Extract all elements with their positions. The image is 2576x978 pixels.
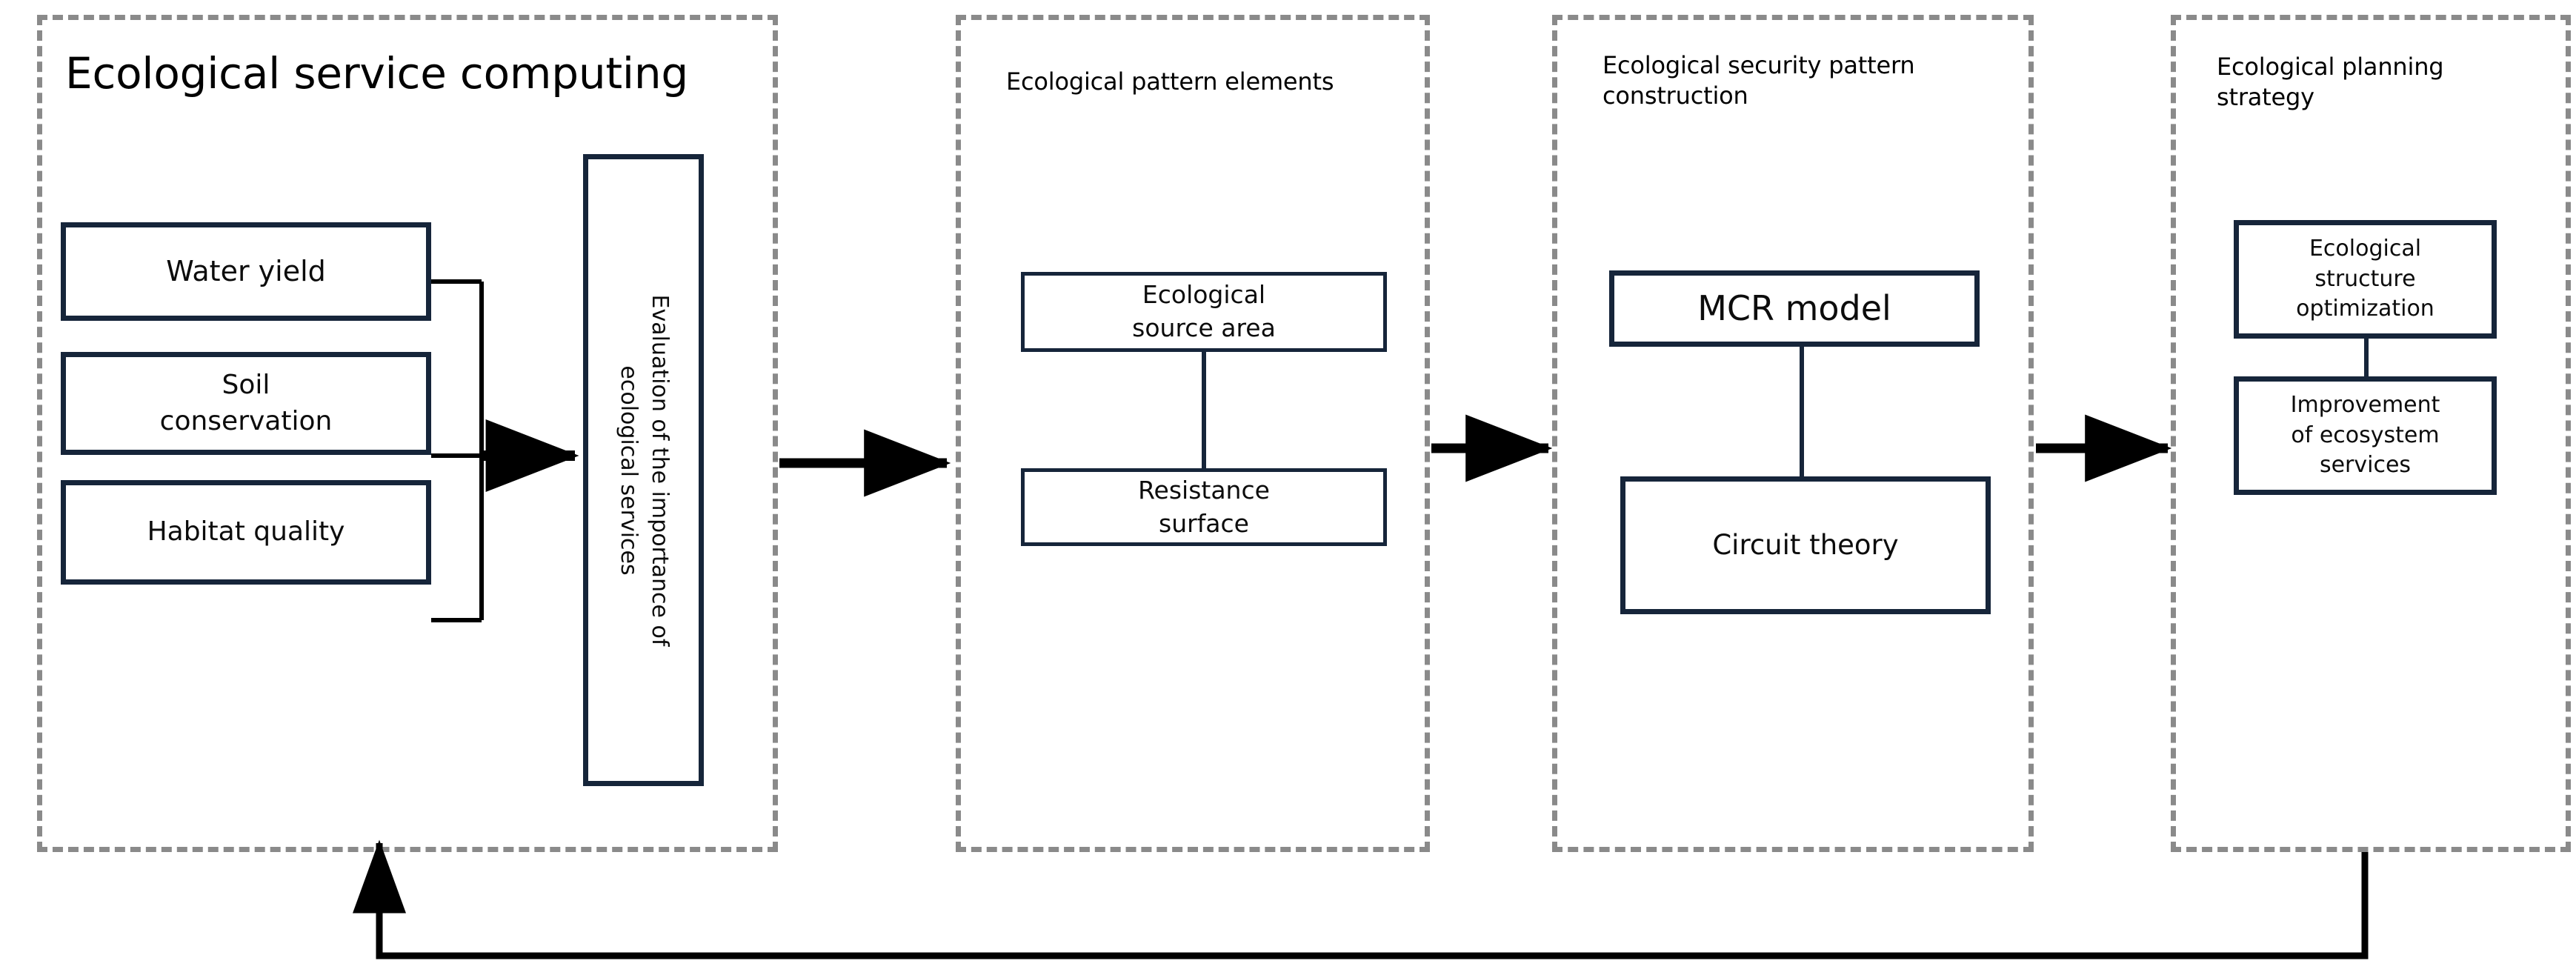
node-circuit-theory-label: Circuit theory [1712, 529, 1899, 562]
panel-ecological-pattern-elements [956, 15, 1430, 852]
node-mcr-model[interactable]: MCR model [1609, 270, 1980, 347]
panel-title-ecological-service-computing: Ecological service computing [65, 48, 689, 99]
node-ecological-structure-optimization[interactable]: Ecological structure optimization [2234, 220, 2497, 339]
node-soil-conservation-label: Soil conservation [159, 369, 333, 436]
node-habitat-quality[interactable]: Habitat quality [61, 480, 431, 585]
node-resistance-surface-label: Resistance surface [1138, 475, 1270, 538]
panel-title-ecological-pattern-elements: Ecological pattern elements [1006, 67, 1334, 96]
node-circuit-theory[interactable]: Circuit theory [1620, 476, 1991, 614]
node-resistance-surface[interactable]: Resistance surface [1021, 468, 1387, 546]
node-ecological-source-area-label: Ecological source area [1132, 280, 1276, 342]
node-improvement-of-ecosystem-services-label: Improvement of ecosystem services [2290, 392, 2440, 479]
node-mcr-model-label: MCR model [1697, 288, 1891, 329]
panel-title-ecological-planning-strategy: Ecological planning strategy [2217, 53, 2444, 111]
panel-title-ecological-security-pattern-construction: Ecological security pattern construction [1602, 51, 1915, 110]
panel-ecological-planning-strategy [2171, 15, 2571, 852]
node-ecological-structure-optimization-label: Ecological structure optimization [2296, 236, 2434, 322]
node-ecological-source-area[interactable]: Ecological source area [1021, 272, 1387, 352]
node-improvement-of-ecosystem-services[interactable]: Improvement of ecosystem services [2234, 376, 2497, 495]
node-evaluation-label: Evaluation of the importance of ecologic… [615, 294, 673, 646]
node-soil-conservation[interactable]: Soil conservation [61, 352, 431, 455]
panel-ecological-security-pattern-construction [1552, 15, 2034, 852]
node-habitat-quality-label: Habitat quality [147, 516, 345, 548]
node-evaluation-of-importance-of-ecological-services[interactable]: Evaluation of the importance of ecologic… [583, 154, 704, 786]
feedback-arrow [353, 839, 2369, 959]
node-water-yield[interactable]: Water yield [61, 222, 431, 321]
node-water-yield-label: Water yield [166, 254, 326, 287]
